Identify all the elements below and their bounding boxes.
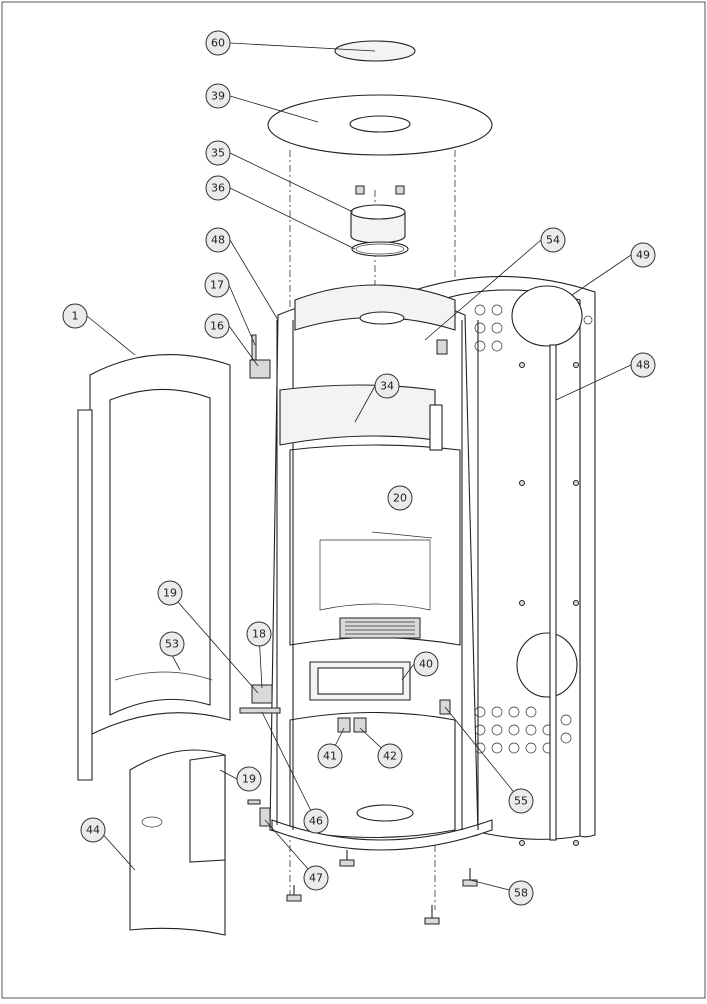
callout-53: 53 [159,631,185,657]
callout-17: 17 [204,272,230,298]
callout-36: 36 [205,175,231,201]
callout-49: 49 [630,242,656,268]
leader-lines [86,42,632,894]
side-strip-part-48 [549,344,557,841]
callout-20: 20 [387,485,413,511]
gasket-ring-part-36 [351,241,409,257]
callout-44: 44 [80,817,106,843]
callout-label: 54 [546,234,560,247]
callout-label: 42 [383,750,397,763]
callout-label: 48 [636,359,650,372]
callout-48-left: 48 [205,227,231,253]
callout-label: 49 [636,249,650,262]
callout-label: 44 [86,824,100,837]
callout-47: 47 [303,865,329,891]
callout-label: 55 [514,795,528,808]
top-plate-part-39 [267,94,493,156]
shell-screws [519,362,579,846]
callout-39: 39 [205,83,231,109]
lower-door-part-44 [129,749,226,936]
callout-label: 47 [309,872,323,885]
callout-label: 34 [380,380,394,393]
callout-label: 36 [211,182,225,195]
stove-body-part-20 [269,284,493,851]
callout-18: 18 [246,621,272,647]
callout-label: 18 [252,628,266,641]
callout-48-right: 48 [630,352,656,378]
callout-16: 16 [204,313,230,339]
callout-19-lower: 19 [236,766,262,792]
callout-label: 35 [211,147,225,160]
baffle-plate-part-34 [279,384,443,451]
callout-label: 19 [242,773,256,786]
callout-label: 48 [211,234,225,247]
callout-label: 58 [514,887,528,900]
callout-55: 55 [508,788,534,814]
hinge-parts [239,334,281,827]
flue-collar-part-35 [350,185,406,244]
callout-label: 53 [165,638,179,651]
callout-46: 46 [303,808,329,834]
callout-40: 40 [413,651,439,677]
callout-label: 16 [210,320,224,333]
callout-label: 17 [210,279,224,292]
door-part-1 [77,354,231,781]
callout-19-upper: 19 [157,580,183,606]
callout-label: 1 [72,310,79,323]
callout-41: 41 [317,743,343,769]
ash-drawer-part-40 [309,661,411,701]
seal-part-53 [114,671,213,681]
air-control-parts-41-42 [337,717,367,733]
callout-35: 35 [205,140,231,166]
callout-42: 42 [377,743,403,769]
callout-60: 60 [205,30,231,56]
callout-label: 60 [211,37,225,50]
callout-1: 1 [62,303,88,329]
callout-label: 39 [211,90,225,103]
callout-58: 58 [508,880,534,906]
callout-34: 34 [374,373,400,399]
bracket-part-54 [436,339,448,355]
callout-54: 54 [540,227,566,253]
callout-label: 46 [309,815,323,828]
callout-label: 20 [393,492,407,505]
callout-label: 19 [163,587,177,600]
callout-label: 41 [323,750,337,763]
callout-label: 40 [419,658,433,671]
